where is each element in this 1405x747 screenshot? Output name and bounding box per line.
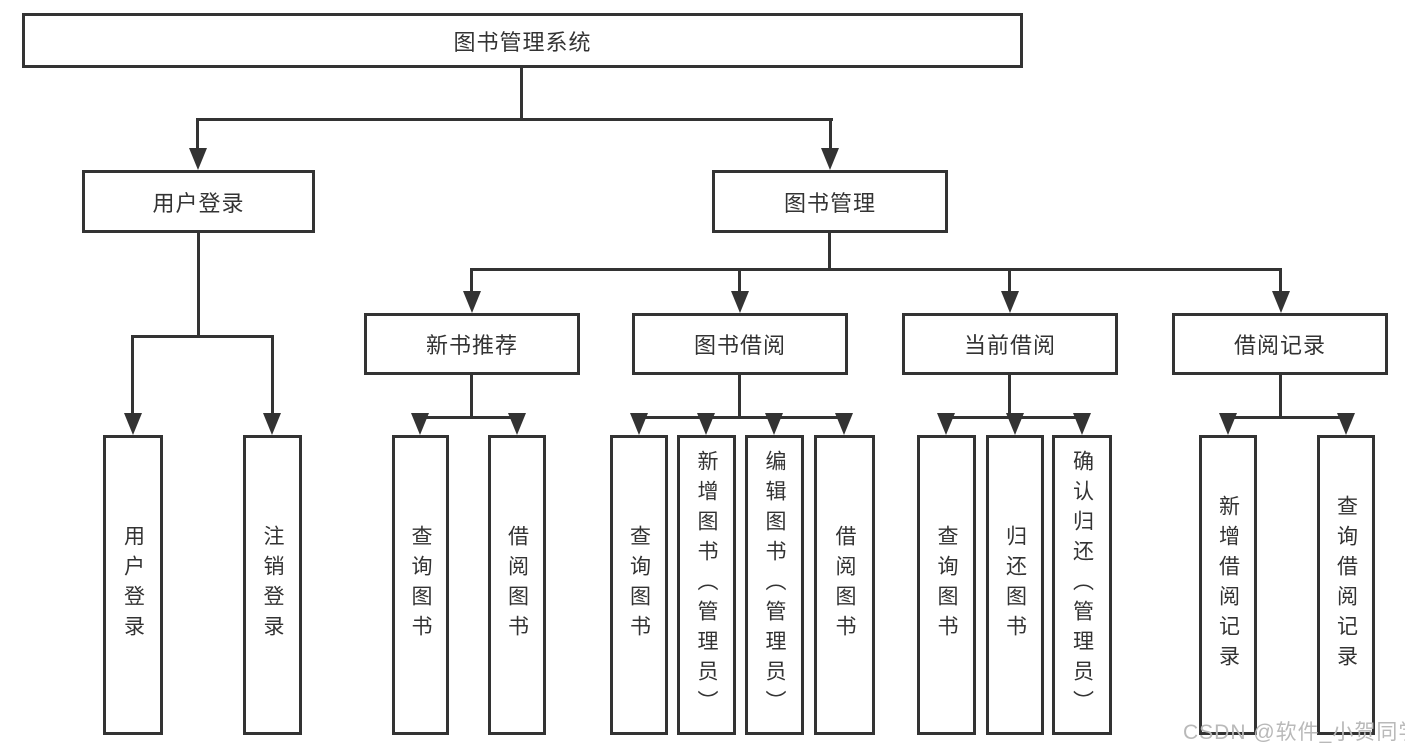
arrow-down-icon xyxy=(189,148,207,170)
arrow-down-icon xyxy=(1073,413,1091,435)
node-bb-borrow-books: 借阅图书 xyxy=(814,435,875,735)
line-segment xyxy=(638,416,846,419)
node-cb-return-books: 归还图书 xyxy=(986,435,1044,735)
line-segment xyxy=(738,375,741,419)
node-br-query-record: 查询借阅记录 xyxy=(1317,435,1375,735)
line-segment xyxy=(470,268,473,294)
arrow-down-icon xyxy=(937,413,955,435)
line-segment xyxy=(520,68,523,120)
node-br-add-record: 新增借阅记录 xyxy=(1199,435,1257,735)
node-root: 图书管理系统 xyxy=(22,13,1023,68)
arrow-down-icon xyxy=(263,413,281,435)
line-segment xyxy=(829,118,832,154)
line-segment xyxy=(1008,375,1011,419)
node-user-login-label: 用户登录 xyxy=(121,525,145,645)
line-segment xyxy=(197,233,200,335)
line-segment xyxy=(470,375,473,419)
arrow-down-icon xyxy=(1337,413,1355,435)
arrow-down-icon xyxy=(697,413,715,435)
arrow-down-icon xyxy=(821,148,839,170)
line-segment xyxy=(131,335,274,338)
node-logout-login: 注销登录 xyxy=(243,435,302,735)
line-segment xyxy=(1008,268,1011,294)
node-book-borrow-label: 图书借阅 xyxy=(693,333,786,358)
node-bb-edit-books-label: 编辑图书（管理员） xyxy=(763,450,786,720)
line-segment xyxy=(418,416,519,419)
node-borrow-records: 借阅记录 xyxy=(1172,313,1388,375)
line-segment xyxy=(131,335,134,417)
arrow-down-icon xyxy=(1001,291,1019,313)
node-bb-add-books-label: 新增图书（管理员） xyxy=(695,450,718,720)
arrow-down-icon xyxy=(731,291,749,313)
node-book-borrow: 图书借阅 xyxy=(632,313,848,375)
node-nb-query-books-label: 查询图书 xyxy=(409,525,432,645)
node-br-query-record-label: 查询借阅记录 xyxy=(1334,495,1358,675)
node-book-management-label: 图书管理 xyxy=(783,190,876,216)
line-segment xyxy=(196,118,833,121)
csdn-watermark: CSDN @软件_小贺同学 xyxy=(1183,721,1405,744)
node-bb-add-books: 新增图书（管理员） xyxy=(677,435,736,735)
node-br-add-record-label: 新增借阅记录 xyxy=(1216,495,1240,675)
line-segment xyxy=(1279,268,1282,294)
node-nb-query-books: 查询图书 xyxy=(392,435,449,735)
node-bb-query-books: 查询图书 xyxy=(610,435,668,735)
arrow-down-icon xyxy=(765,413,783,435)
arrow-down-icon xyxy=(508,413,526,435)
node-nb-borrow-books-label: 借阅图书 xyxy=(505,525,529,645)
node-logout-login-label: 注销登录 xyxy=(261,525,284,645)
arrow-down-icon xyxy=(124,413,142,435)
node-user-login-group-label: 用户登录 xyxy=(152,190,245,216)
node-cb-query-books: 查询图书 xyxy=(917,435,976,735)
arrow-down-icon xyxy=(630,413,648,435)
node-book-management: 图书管理 xyxy=(712,170,948,233)
node-cb-confirm-return-label: 确认归还（管理员） xyxy=(1070,450,1094,720)
node-cb-confirm-return: 确认归还（管理员） xyxy=(1052,435,1112,735)
line-segment xyxy=(1227,416,1347,419)
line-segment xyxy=(828,233,831,270)
line-segment xyxy=(738,268,741,294)
arrow-down-icon xyxy=(411,413,429,435)
arrow-down-icon xyxy=(1219,413,1237,435)
node-bb-borrow-books-label: 借阅图书 xyxy=(833,525,856,645)
arrow-down-icon xyxy=(1006,413,1024,435)
node-bb-edit-books: 编辑图书（管理员） xyxy=(745,435,804,735)
node-current-borrow-label: 当前借阅 xyxy=(963,333,1056,358)
arrow-down-icon xyxy=(463,291,481,313)
node-bb-query-books-label: 查询图书 xyxy=(627,525,651,645)
node-nb-borrow-books: 借阅图书 xyxy=(488,435,546,735)
line-segment xyxy=(196,118,199,154)
node-new-book-recommend: 新书推荐 xyxy=(364,313,580,375)
line-segment xyxy=(271,335,274,417)
node-user-login-group: 用户登录 xyxy=(82,170,315,233)
arrow-down-icon xyxy=(835,413,853,435)
node-cb-query-books-label: 查询图书 xyxy=(935,525,958,645)
node-root-label: 图书管理系统 xyxy=(453,29,592,55)
node-new-book-recommend-label: 新书推荐 xyxy=(425,333,518,358)
node-current-borrow: 当前借阅 xyxy=(902,313,1118,375)
node-cb-return-books-label: 归还图书 xyxy=(1003,525,1027,645)
line-segment xyxy=(1279,375,1282,419)
node-user-login: 用户登录 xyxy=(103,435,163,735)
arrow-down-icon xyxy=(1272,291,1290,313)
node-borrow-records-label: 借阅记录 xyxy=(1233,333,1326,358)
line-segment xyxy=(470,268,1282,271)
